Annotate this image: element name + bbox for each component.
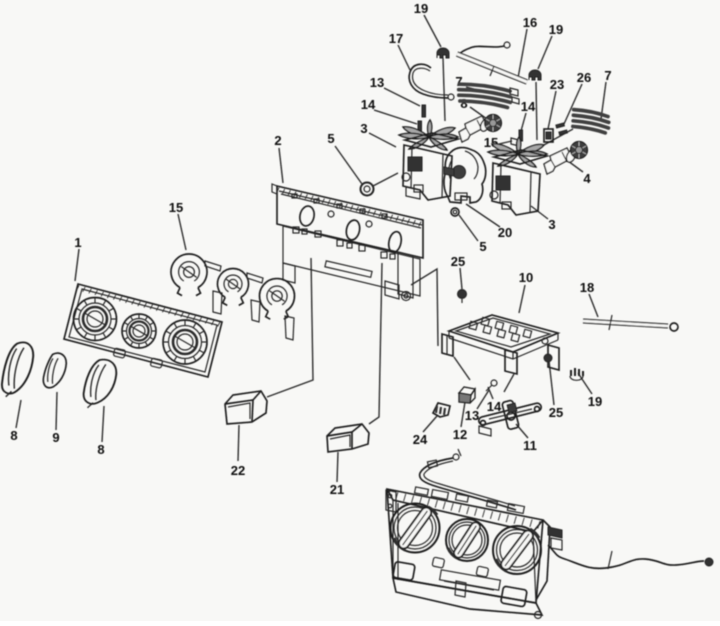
svg-text:10: 10 xyxy=(519,270,533,285)
svg-text:19: 19 xyxy=(588,394,602,409)
svg-text:3: 3 xyxy=(548,217,555,232)
svg-text:20: 20 xyxy=(498,225,512,240)
svg-text:8: 8 xyxy=(10,428,17,443)
svg-text:5: 5 xyxy=(479,239,486,254)
svg-text:3: 3 xyxy=(360,121,367,136)
svg-text:14: 14 xyxy=(361,97,376,112)
svg-text:15: 15 xyxy=(169,200,183,215)
svg-text:17: 17 xyxy=(389,31,403,46)
svg-text:1: 1 xyxy=(74,235,81,250)
svg-text:7: 7 xyxy=(455,74,462,89)
svg-text:12: 12 xyxy=(453,427,467,442)
svg-text:21: 21 xyxy=(330,482,344,497)
svg-text:25: 25 xyxy=(549,405,563,420)
svg-text:22: 22 xyxy=(231,463,245,478)
svg-text:11: 11 xyxy=(523,438,537,453)
svg-text:25: 25 xyxy=(451,254,465,269)
svg-text:8: 8 xyxy=(460,96,467,111)
svg-text:13: 13 xyxy=(370,75,384,90)
svg-text:9: 9 xyxy=(52,430,59,445)
svg-text:24: 24 xyxy=(413,432,428,447)
svg-text:4: 4 xyxy=(583,171,591,186)
svg-text:7: 7 xyxy=(604,68,611,83)
svg-text:2: 2 xyxy=(274,133,281,148)
svg-text:19: 19 xyxy=(414,1,428,16)
svg-text:14: 14 xyxy=(487,399,502,414)
svg-text:13: 13 xyxy=(465,408,479,423)
svg-text:5: 5 xyxy=(327,131,334,146)
svg-text:8: 8 xyxy=(97,442,104,457)
svg-text:19: 19 xyxy=(549,22,563,37)
svg-text:14: 14 xyxy=(521,99,536,114)
svg-text:23: 23 xyxy=(550,77,564,92)
svg-text:16: 16 xyxy=(523,15,537,30)
svg-text:18: 18 xyxy=(580,280,594,295)
svg-text:26: 26 xyxy=(577,70,591,85)
